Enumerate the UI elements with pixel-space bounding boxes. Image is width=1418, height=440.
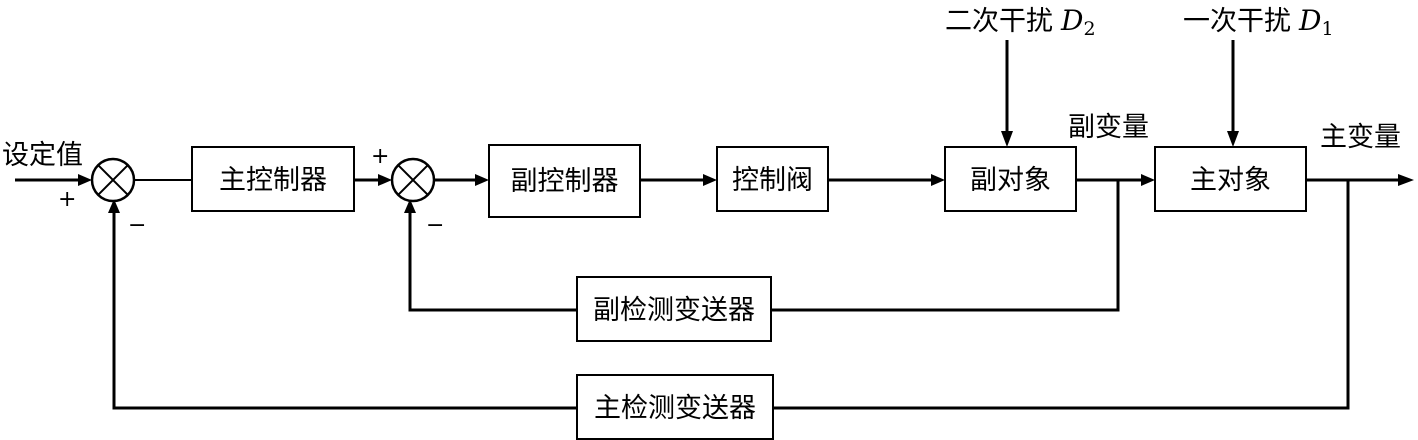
- master-process-block: 主对象: [1154, 146, 1307, 212]
- sum1-minus-sign: −: [128, 213, 146, 238]
- arrow-into-sum1-feedback: [108, 199, 120, 213]
- input-label: 设定值: [2, 140, 83, 171]
- slave-process-block: 副对象: [944, 146, 1077, 212]
- output-arrow: [1398, 174, 1414, 186]
- master-controller-block: 主控制器: [191, 146, 355, 212]
- primary-variable-label: 主变量: [1320, 122, 1401, 153]
- sum2-plus-sign: +: [371, 144, 389, 169]
- master-transmitter-block: 主检测变送器: [576, 374, 774, 440]
- secondary-disturbance-arrow: [1001, 131, 1013, 147]
- arrow-into-sum1: [78, 174, 92, 186]
- inner-feedback-line-to-sum2: [408, 205, 577, 312]
- primary-disturbance-arrow: [1227, 131, 1239, 147]
- arrow-into-sum2: [378, 174, 392, 186]
- secondary-variable-label: 副变量: [1068, 112, 1149, 143]
- summing-junction-2: [390, 157, 436, 203]
- master-controller-label: 主控制器: [219, 165, 327, 196]
- slave-controller-label: 副控制器: [511, 166, 619, 197]
- master-transmitter-label: 主检测变送器: [594, 393, 756, 424]
- arrow-into-valve: [703, 174, 717, 186]
- arrow-into-sum2-feedback: [404, 199, 416, 213]
- summing-junction-1: [90, 157, 136, 203]
- slave-transmitter-block: 副检测变送器: [576, 276, 772, 342]
- arrow-into-slave-controller: [475, 174, 489, 186]
- inner-feedback-line-to-transmitter: [771, 180, 1120, 312]
- sum2-minus-sign: −: [426, 213, 444, 238]
- slave-controller-block: 副控制器: [488, 144, 641, 218]
- arrow-into-master-process: [1141, 174, 1155, 186]
- sum1-plus-sign: +: [58, 187, 76, 212]
- outer-feedback-line-to-sum1: [112, 205, 577, 410]
- arrow-into-slave-process: [931, 174, 945, 186]
- outer-feedback-line-to-transmitter: [773, 180, 1350, 410]
- master-process-label: 主对象: [1190, 165, 1271, 196]
- control-valve-block: 控制阀: [716, 146, 829, 212]
- control-valve-label: 控制阀: [732, 165, 813, 196]
- slave-process-label: 副对象: [970, 165, 1051, 196]
- slave-transmitter-label: 副检测变送器: [593, 295, 755, 326]
